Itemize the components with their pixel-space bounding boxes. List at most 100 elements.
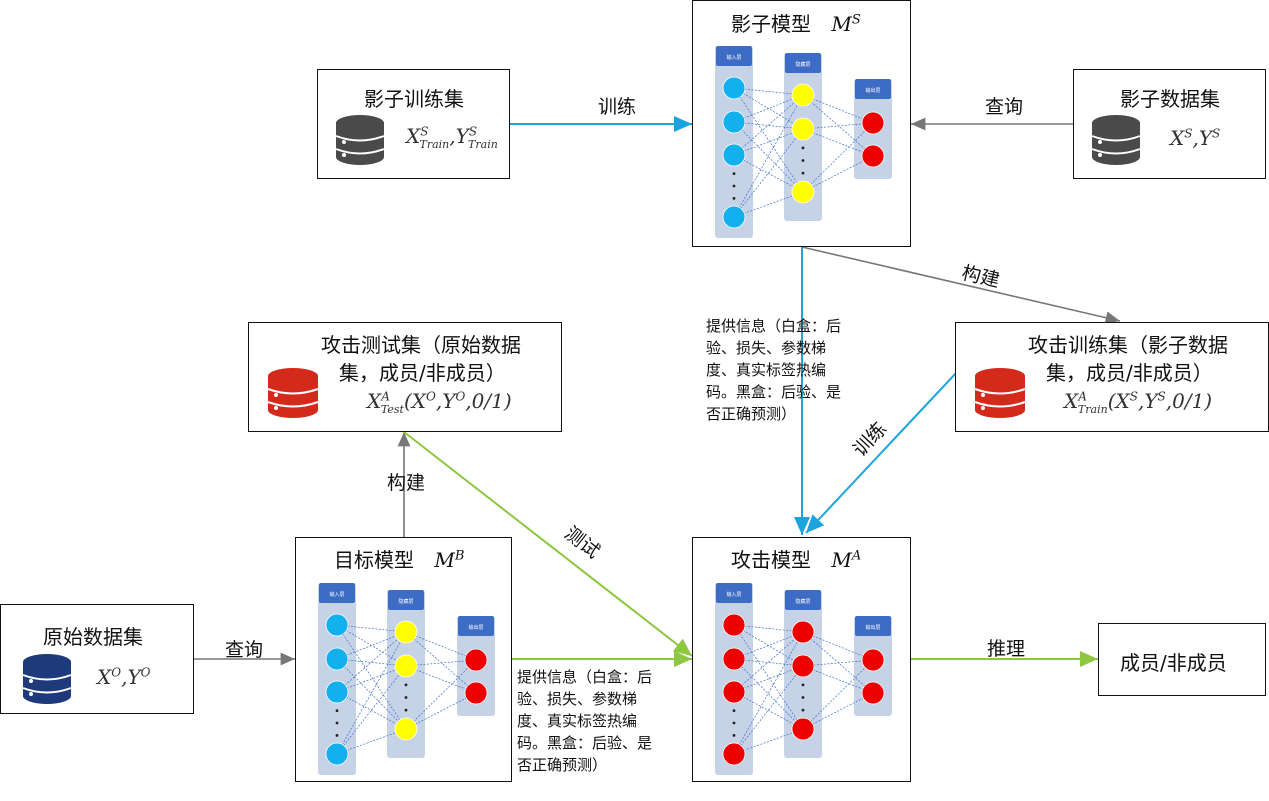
nn-node (791, 83, 815, 107)
nn-layer-label: 输入层 (329, 591, 344, 598)
nn-layer-header (855, 616, 891, 636)
nn-connection (802, 692, 874, 730)
database-icon (335, 115, 385, 165)
attack-test-set-box: 攻击测试集（原始数据 集，成员/非成员） XATest(XO,YO,0/1) (248, 322, 562, 432)
nn-connection (336, 728, 407, 755)
nn-node (861, 648, 885, 672)
shadow-train-set-math: XSTrain,YSTrain (406, 124, 498, 151)
attack-train-set-math: XATrain(XS,YS,0/1) (1064, 389, 1213, 416)
nn-connection (733, 94, 804, 156)
original-data-set-box: 原始数据集 XO,YO (0, 604, 194, 714)
nn-layer-label: 输入层 (726, 591, 741, 598)
nn-node (394, 620, 418, 644)
nn-ellipsis-dot (335, 734, 339, 737)
nn-connection (336, 658, 407, 730)
nn-connection (733, 658, 804, 667)
nn-ellipsis-dot (801, 146, 805, 150)
nn-connection (336, 665, 407, 755)
nn-connection (733, 191, 804, 218)
nn-connection (733, 121, 804, 193)
nn-connection (733, 665, 804, 755)
nn-connection (336, 624, 407, 633)
nn-node (394, 717, 418, 741)
nn-node (861, 111, 885, 135)
attack-model-title: 攻击模型 MA (731, 548, 862, 572)
nn-connection (802, 155, 874, 193)
label-build-left: 构建 (387, 472, 426, 494)
nn-layer-label: 输出层 (468, 624, 483, 631)
attack-train-set-title-1: 攻击训练集（影子数据 (1028, 333, 1228, 357)
nn-ellipsis-dot (732, 184, 736, 188)
attack-test-set-title-1: 攻击测试集（原始数据 (321, 333, 521, 357)
nn-node (791, 117, 815, 141)
original-data-set-title: 原始数据集 (43, 625, 143, 649)
nn-layer-header (855, 79, 891, 99)
nn-layer-label: 输出层 (865, 87, 880, 94)
attack-train-set-title-2: 集，成员/非成员） (1046, 361, 1213, 385)
database-icon (267, 368, 319, 418)
nn-connection (336, 691, 407, 730)
arrow-build-top (801, 246, 1121, 324)
nn-connection (405, 692, 477, 730)
nn-node (464, 681, 488, 705)
nn-connection (336, 631, 407, 660)
nn-node (791, 654, 815, 678)
original-data-set-math: XO,YO (97, 665, 151, 689)
database-icon (1091, 115, 1141, 165)
output-title: 成员/非成员 (1120, 651, 1227, 675)
nn-connection (802, 631, 874, 694)
nn-connection (802, 94, 874, 157)
nn-connection (733, 631, 804, 660)
nn-node (791, 180, 815, 204)
nn-connection (733, 154, 804, 193)
nn-ellipsis-dot (801, 708, 805, 712)
attack-test-set-title-2: 集，成员/非成员） (339, 361, 506, 385)
nn-node (722, 205, 746, 229)
nn-connection (733, 665, 804, 693)
nn-node (861, 144, 885, 168)
nn-node (722, 647, 746, 671)
nn-connection (336, 631, 407, 693)
nn-layer-label: 隐藏层 (795, 598, 810, 605)
nn-connection (336, 665, 407, 693)
arrow-test (403, 431, 693, 657)
nn-connection (733, 128, 804, 218)
shadow-data-set-box: 影子数据集 XS,YS (1073, 69, 1266, 179)
nn-layer-header (388, 590, 424, 610)
nn-node (791, 620, 815, 644)
nn-ellipsis-dot (732, 197, 736, 200)
nn-connection (802, 122, 874, 130)
nn-connection (733, 658, 804, 730)
attack-train-set-box: 攻击训练集（影子数据 集，成员/非成员） XATrain(XS,YS,0/1) (955, 322, 1269, 432)
nn-node (325, 742, 349, 766)
nn-node (861, 681, 885, 705)
nn-layer-label: 输出层 (865, 624, 880, 631)
nn-connection (802, 122, 874, 193)
nn-node (722, 76, 746, 100)
nn-ellipsis-dot (801, 696, 805, 699)
nn-ellipsis-dot (404, 708, 408, 712)
label-infer: 推理 (987, 638, 1026, 660)
nn-layer-header (785, 53, 821, 73)
nn-node (722, 742, 746, 766)
nn-ellipsis-dot (801, 171, 805, 175)
nn-node (722, 613, 746, 637)
label-train-top: 训练 (598, 96, 637, 118)
nn-connection (733, 121, 804, 130)
nn-layer-label: 输入层 (726, 54, 741, 61)
nn-connection (733, 728, 804, 755)
nn-node (325, 613, 349, 637)
nn-layer-label: 隐藏层 (795, 61, 810, 68)
nn-node (325, 680, 349, 704)
nn-ellipsis-dot (801, 683, 805, 687)
target-model-title: 目标模型 MB (334, 548, 465, 572)
shadow-model-box: 影子模型 MS 输入层隐藏层输出层 (692, 0, 911, 247)
output-box: 成员/非成员 (1098, 623, 1266, 696)
shadow-model-title: 影子模型 MS (731, 12, 861, 36)
nn-connection (733, 624, 804, 667)
nn-layer-header (716, 46, 752, 66)
nn-node (791, 717, 815, 741)
target-model-box: 目标模型 MB 输入层隐藏层输出层 (295, 537, 512, 782)
